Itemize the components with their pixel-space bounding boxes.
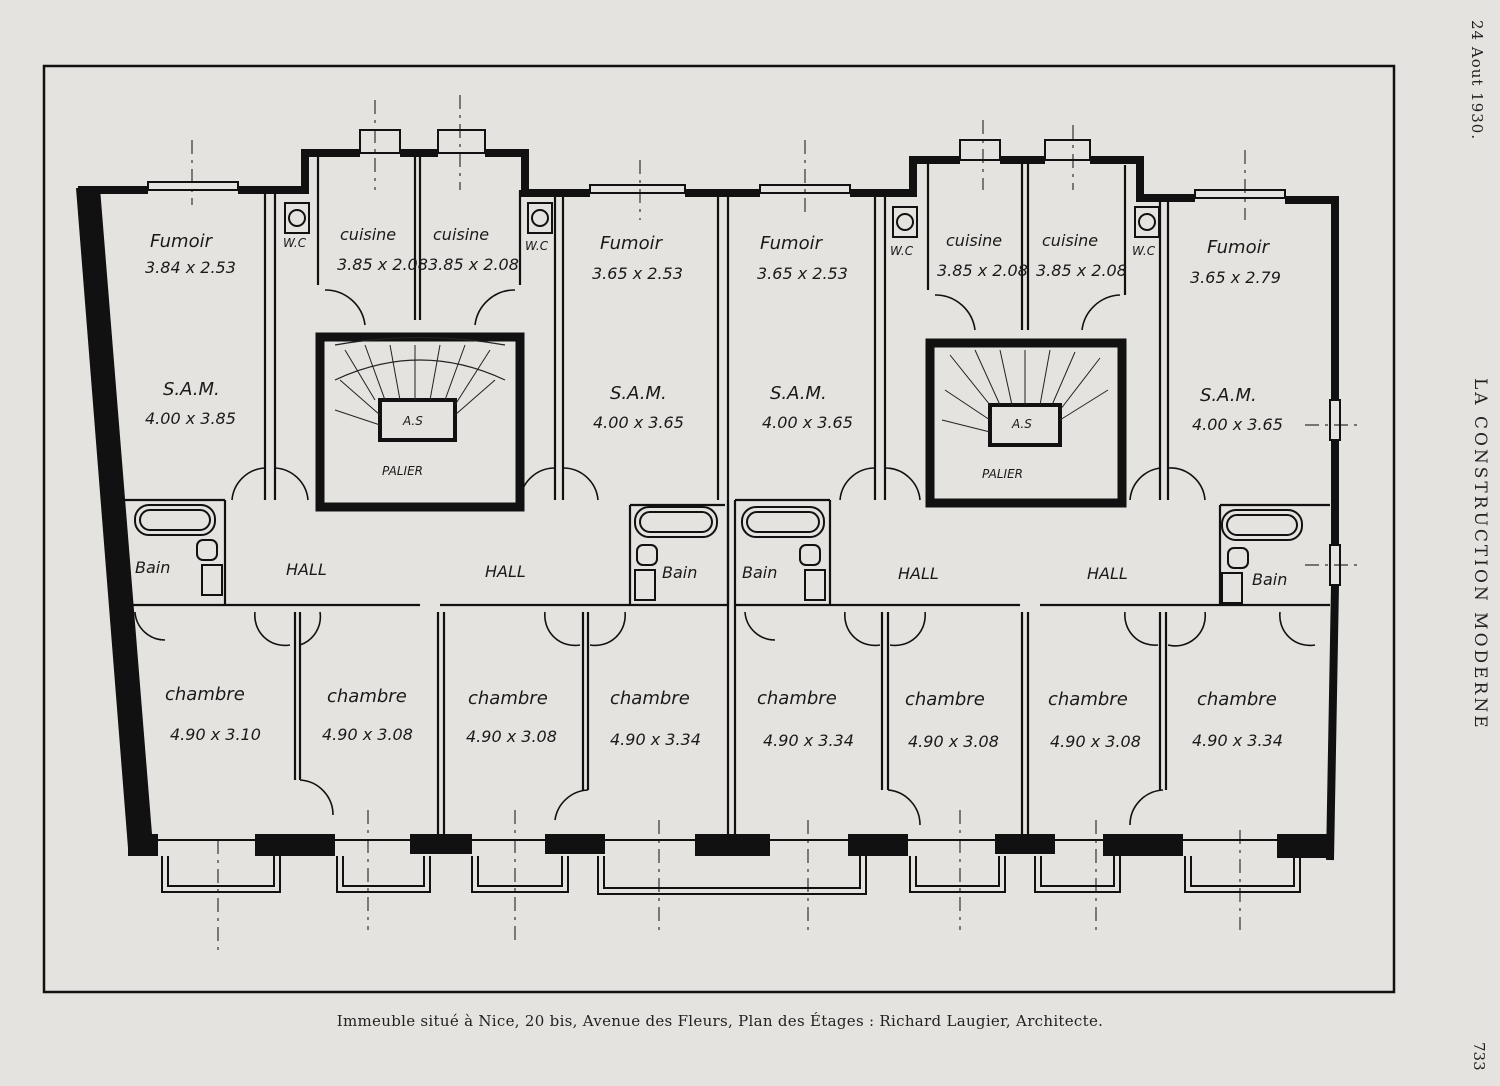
chambre-3-label: chambre xyxy=(468,688,548,709)
sam-3-dims: 4.00 x 3.65 xyxy=(762,413,853,432)
chambre-6-dims: 4.90 x 3.08 xyxy=(908,732,999,751)
sam-1-dims: 4.00 x 3.85 xyxy=(145,409,236,428)
plan-frame xyxy=(42,64,1396,994)
figure-caption: Immeuble situé à Nice, 20 bis, Avenue de… xyxy=(336,1012,1104,1030)
page-number: 733 xyxy=(1470,1042,1488,1071)
issue-date: 24 Aout 1930. xyxy=(1468,20,1486,141)
chambre-3-dims: 4.90 x 3.08 xyxy=(466,727,557,746)
hall-3-label: HALL xyxy=(898,564,939,583)
bain-4-label: Bain xyxy=(1252,570,1287,589)
chambre-8-label: chambre xyxy=(1197,689,1277,710)
fumoir-2-label: Fumoir xyxy=(600,233,664,254)
fumoir-4-label: Fumoir xyxy=(1207,237,1271,258)
sam-3-label: S.A.M. xyxy=(770,383,827,404)
fumoir-3-dims: 3.65 x 2.53 xyxy=(757,264,848,283)
chambre-2-label: chambre xyxy=(327,686,407,707)
fumoir-2-dims: 3.65 x 2.53 xyxy=(592,264,683,283)
axis-lines xyxy=(191,95,1360,950)
fumoir-3-label: Fumoir xyxy=(760,233,824,254)
fumoir-1-dims: 3.84 x 2.53 xyxy=(145,258,236,277)
wc-fixtures xyxy=(284,202,1160,238)
cuisine-3-label: cuisine xyxy=(946,231,1002,250)
sam-2-label: S.A.M. xyxy=(610,383,667,404)
cuisine-3-dims: 3.85 x 2.08 xyxy=(937,261,1028,280)
chambre-4-dims: 4.90 x 3.34 xyxy=(610,730,701,749)
chambre-4-label: chambre xyxy=(610,688,690,709)
chambre-7-dims: 4.90 x 3.08 xyxy=(1050,732,1141,751)
cuisine-1-label: cuisine xyxy=(340,225,396,244)
sam-2-dims: 4.00 x 3.65 xyxy=(593,413,684,432)
bain-2-label: Bain xyxy=(662,563,697,582)
chambre-1-dims: 4.90 x 3.10 xyxy=(170,725,261,744)
chambre-1-label: chambre xyxy=(165,684,245,705)
top-windows xyxy=(147,129,1341,586)
bathtubs xyxy=(134,504,1303,604)
wc-1-label: W.C xyxy=(283,236,307,250)
hall-4-label: HALL xyxy=(1087,564,1128,583)
cuisine-4-dims: 3.85 x 2.08 xyxy=(1036,261,1127,280)
door-swings xyxy=(134,289,1316,826)
chambre-6-label: chambre xyxy=(905,689,985,710)
bottom-wall xyxy=(128,834,1333,858)
stair-core-left xyxy=(315,332,525,512)
lift-left-label: A.S xyxy=(402,414,423,428)
wc-4-label: W.C xyxy=(1132,244,1156,258)
wc-3-label: W.C xyxy=(890,244,914,258)
palier-right-label: PALIER xyxy=(982,467,1023,481)
chambre-5-dims: 4.90 x 3.34 xyxy=(763,731,854,750)
bain-1-label: Bain xyxy=(135,558,170,577)
sam-4-label: S.A.M. xyxy=(1200,385,1257,406)
interior-walls xyxy=(125,153,1330,840)
chambre-5-label: chambre xyxy=(757,688,837,709)
fumoir-1-label: Fumoir xyxy=(150,231,214,252)
palier-left-label: PALIER xyxy=(382,464,423,478)
chambre-7-label: chambre xyxy=(1048,689,1128,710)
sam-4-dims: 4.00 x 3.65 xyxy=(1192,415,1283,434)
journal-title: LA CONSTRUCTION MODERNE xyxy=(1470,378,1490,731)
cuisine-4-label: cuisine xyxy=(1042,231,1098,250)
hall-1-label: HALL xyxy=(286,560,327,579)
cuisine-2-label: cuisine xyxy=(433,225,489,244)
stair-core-right xyxy=(925,338,1127,508)
lift-right-label: A.S xyxy=(1011,417,1032,431)
cuisine-1-dims: 3.85 x 2.08 xyxy=(337,255,428,274)
chambre-2-dims: 4.90 x 3.08 xyxy=(322,725,413,744)
balconies xyxy=(161,856,1301,895)
cuisine-2-dims: 3.85 x 2.08 xyxy=(428,255,519,274)
fumoir-4-dims: 3.65 x 2.79 xyxy=(1190,268,1281,287)
wc-2-label: W.C xyxy=(525,239,549,253)
hall-2-label: HALL xyxy=(485,562,526,581)
chambre-8-dims: 4.90 x 3.34 xyxy=(1192,731,1283,750)
floor-plan: Fumoir 3.84 x 2.53 cuisine 3.85 x 2.08 c… xyxy=(42,64,1396,994)
sam-1-label: S.A.M. xyxy=(163,379,220,400)
bain-3-label: Bain xyxy=(742,563,777,582)
left-wall xyxy=(76,188,152,848)
